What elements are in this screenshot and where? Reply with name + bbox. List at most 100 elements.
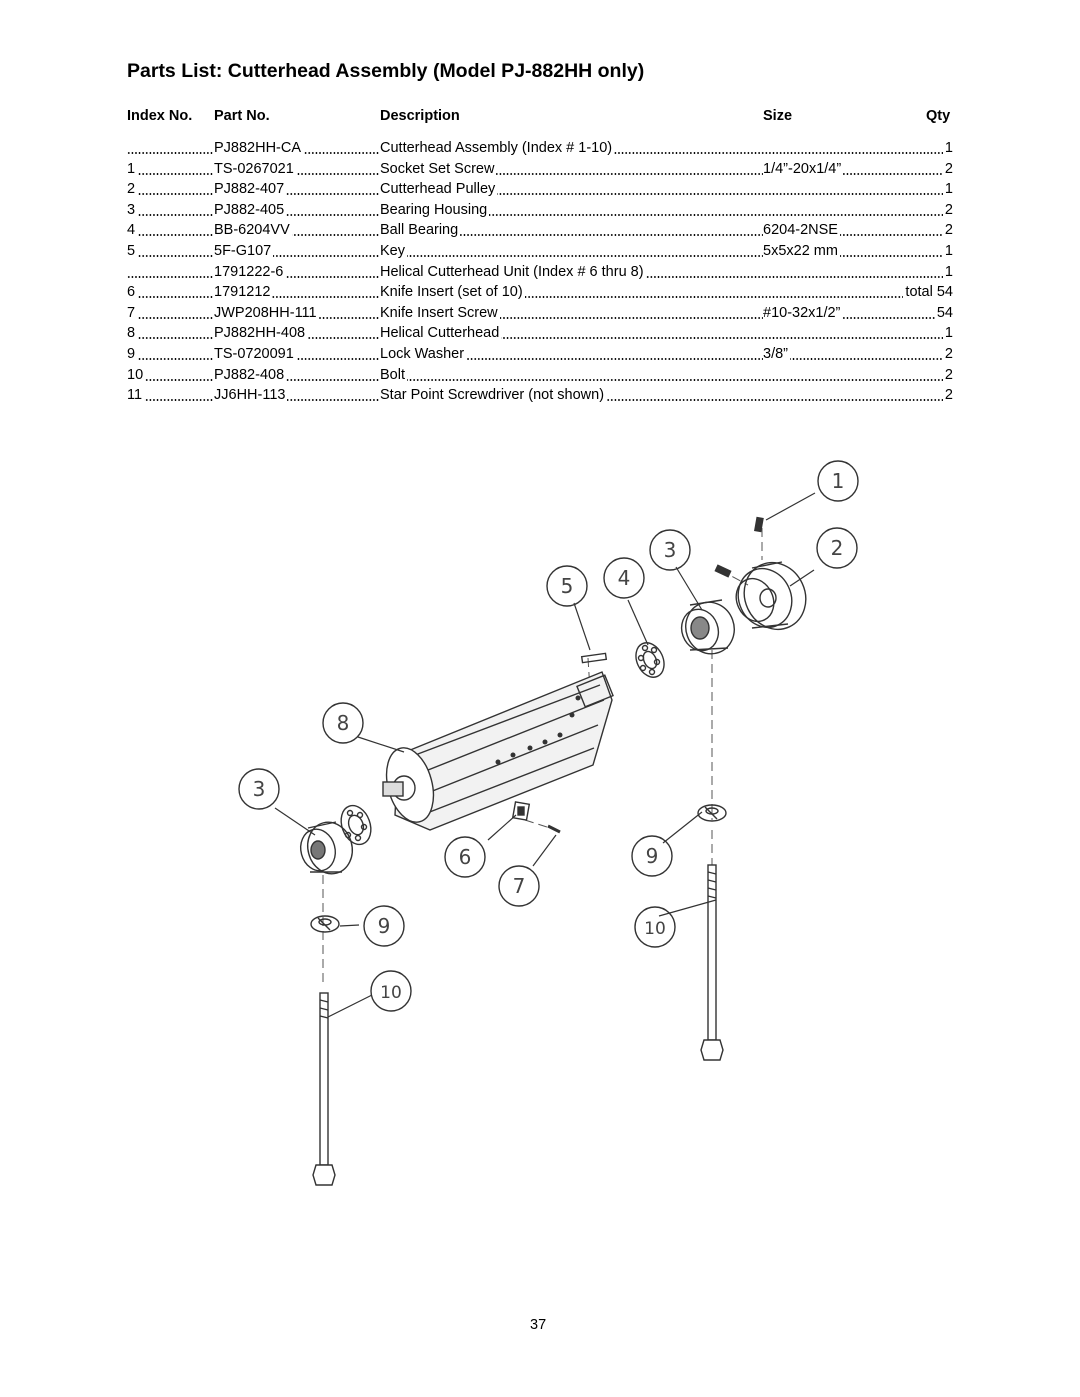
part-no-cell: PJ882-408	[214, 364, 287, 385]
size-cell: 5x5x22 mm	[763, 241, 840, 261]
page-number: 37	[530, 1317, 547, 1333]
index-no-cell: 9	[127, 344, 138, 364]
part-no-cell: 5F-G107	[214, 241, 274, 261]
part-no-cell: PJ882HH-CA	[214, 138, 304, 158]
callout-label-10-right: 10	[644, 919, 666, 939]
knife-insert-screw-part	[547, 824, 561, 834]
header-qty: Qty	[926, 108, 951, 124]
callout-circles	[238, 460, 859, 1012]
dot-leader	[214, 213, 380, 216]
qty-cell: 54	[934, 302, 953, 323]
bearing-housing-part	[300, 821, 353, 875]
dot-leader	[380, 213, 953, 216]
dot-leader	[380, 316, 763, 319]
dot-leader	[127, 152, 214, 154]
qty-cell: total 54	[903, 282, 953, 303]
dot-leader	[380, 172, 763, 175]
dot-leader	[380, 337, 953, 340]
callout-label-9-right: 9	[646, 844, 659, 868]
index-no-cell: 8	[127, 323, 138, 344]
description-cell: Key	[380, 241, 407, 261]
dot-leader	[380, 234, 763, 237]
header-size: Size	[763, 108, 793, 124]
part-no-cell: JWP208HH-111	[214, 302, 319, 323]
description-cell: Bolt	[380, 364, 407, 385]
callout-label-8: 8	[337, 711, 350, 735]
description-cell: Lock Washer	[380, 344, 467, 364]
callout-label-5: 5	[561, 574, 574, 598]
dot-leader	[214, 399, 380, 402]
dot-leader	[127, 213, 214, 216]
dot-leader	[763, 172, 953, 175]
header-description: Description	[380, 108, 460, 124]
description-cell: Cutterhead Assembly (Index # 1-10)	[380, 138, 615, 158]
size-cell: 1/4”-20x1/4”	[763, 158, 844, 179]
qty-cell: 2	[942, 385, 953, 406]
dot-leader	[127, 296, 214, 299]
callout-circle	[546, 565, 588, 607]
description-cell: Star Point Screwdriver (not shown)	[380, 385, 607, 406]
callout-label-2: 2	[831, 536, 844, 560]
description-cell: Ball Bearing	[380, 220, 461, 241]
dot-leader	[380, 152, 953, 154]
dot-leader	[214, 234, 380, 237]
dot-leader	[214, 172, 380, 175]
part-no-cell: 1791222-6	[214, 261, 286, 282]
dot-leader	[127, 358, 214, 360]
dot-leader	[763, 234, 953, 237]
bearing-housing-part	[680, 599, 735, 655]
lock-washer-part	[697, 804, 727, 822]
qty-cell: 2	[942, 344, 953, 364]
callout-circle	[238, 768, 280, 810]
callout-label-1: 1	[832, 469, 845, 493]
dot-leader	[127, 172, 214, 175]
part-no-cell: PJ882-405	[214, 199, 287, 220]
qty-cell: 2	[942, 199, 953, 220]
part-no-cell: TS-0267021	[214, 158, 296, 179]
header-part-no: Part No.	[214, 108, 270, 124]
callout-circle	[603, 557, 645, 599]
dot-leader	[127, 275, 214, 278]
index-no-cell: 7	[127, 302, 138, 323]
callout-label-10-left: 10	[380, 983, 402, 1003]
set-screw-part	[714, 564, 732, 578]
qty-cell: 1	[942, 138, 953, 158]
dot-leader	[127, 399, 214, 402]
callout-circle	[649, 529, 691, 571]
key-part	[580, 652, 608, 664]
callout-label-9-left: 9	[378, 914, 391, 938]
description-cell: Bearing Housing	[380, 199, 490, 220]
callout-circle	[816, 527, 858, 569]
ball-bearing-part	[635, 642, 665, 678]
center-line	[524, 819, 551, 829]
dot-leader	[214, 378, 380, 381]
dot-leader	[380, 358, 763, 360]
dot-leader	[214, 193, 380, 196]
callout-label-6: 6	[459, 845, 472, 869]
size-cell: #10-32x1/2”	[763, 302, 843, 323]
dot-leader	[127, 337, 214, 340]
table-row: PJ882HH-CA Cutterhead Assembly (Index # 1…	[127, 138, 953, 158]
callout-circle	[817, 460, 859, 502]
description-cell: Cutterhead Pulley	[380, 179, 498, 200]
header-index-no: Index No.	[127, 108, 193, 124]
dot-leader	[127, 255, 214, 257]
bolt-part	[312, 992, 336, 1186]
description-cell: Helical Cutterhead	[380, 323, 502, 344]
table-row: 7 JWP208HH-111 Knife Insert Screw #10-32x1/…	[127, 302, 953, 323]
dot-leader	[380, 255, 763, 257]
qty-cell: 2	[942, 364, 953, 385]
part-no-cell: JJ6HH-113	[214, 385, 288, 406]
dot-leader	[763, 255, 953, 257]
dot-leader	[127, 234, 214, 237]
description-cell: Knife Insert Screw	[380, 302, 500, 323]
